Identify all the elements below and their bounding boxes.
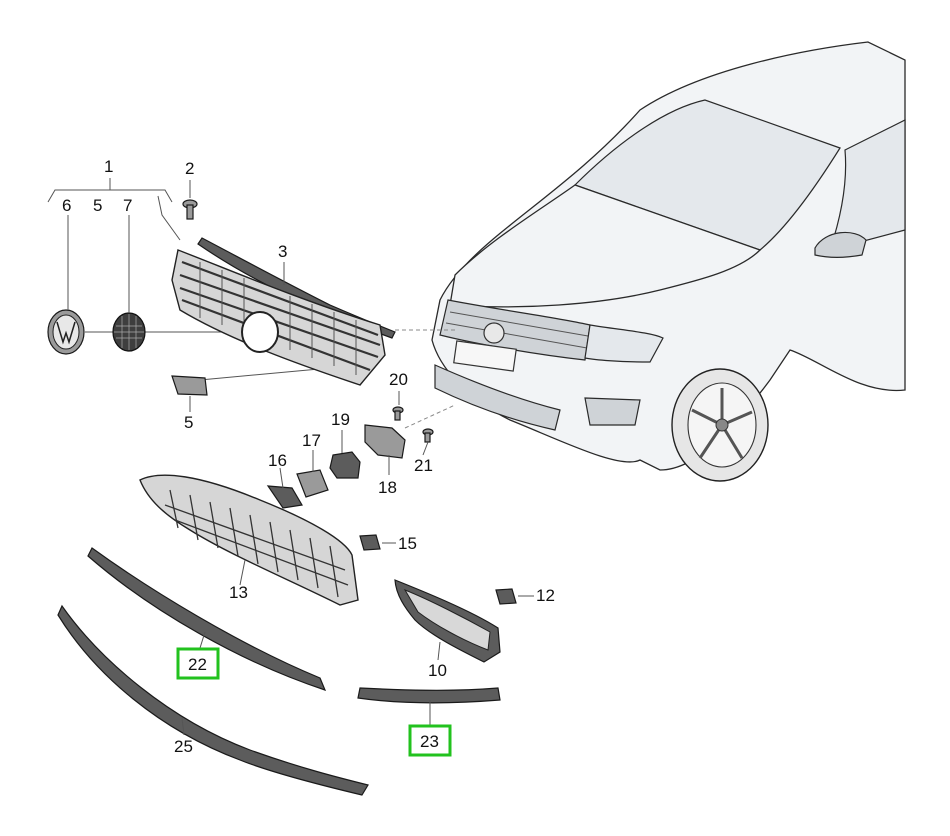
part-7-mesh-cap xyxy=(112,312,146,352)
part-22-trim-strip xyxy=(87,547,327,691)
label-15: 15 xyxy=(398,534,417,553)
label-10: 10 xyxy=(428,661,447,680)
label-17: 17 xyxy=(302,431,321,450)
label-21: 21 xyxy=(414,456,433,475)
label-7: 7 xyxy=(123,196,132,215)
label-12: 12 xyxy=(536,586,555,605)
part-10-fog-grille xyxy=(394,579,501,663)
label-13: 13 xyxy=(229,583,248,602)
part-6-vw-emblem xyxy=(47,309,85,355)
label-25: 25 xyxy=(174,737,193,756)
part-25-lower-strip xyxy=(57,604,369,796)
label-1: 1 xyxy=(104,157,113,176)
part-20-screw xyxy=(392,406,404,421)
part-5-clip xyxy=(171,375,208,396)
car-lower-grille xyxy=(434,364,561,431)
label-6: 6 xyxy=(62,196,71,215)
label-23: 23 xyxy=(420,732,439,751)
leader-lines xyxy=(47,178,534,736)
car-headlight xyxy=(584,324,664,363)
car-grille xyxy=(439,299,591,361)
car-illustration xyxy=(431,41,906,482)
highlight-box-22 xyxy=(176,647,220,680)
label-2: 2 xyxy=(185,159,194,178)
part-2-screw xyxy=(182,199,198,220)
label-16: 16 xyxy=(268,451,287,470)
label-3: 3 xyxy=(278,242,287,261)
part-17-holder xyxy=(296,469,329,498)
highlight-box-23 xyxy=(408,724,452,757)
car-vw-badge xyxy=(483,322,505,344)
part-23-trim-strip xyxy=(357,687,501,704)
part-1-radiator-grille xyxy=(171,249,386,386)
car-license-plate xyxy=(453,340,517,372)
label-5-bottom: 5 xyxy=(184,413,193,432)
car-windshield xyxy=(573,99,841,251)
part-18-bracket xyxy=(364,424,406,459)
part-13-lower-grille xyxy=(139,474,359,606)
part-19-sensor xyxy=(329,451,361,479)
part-12-clip xyxy=(495,588,517,605)
callout-labels: 1 2 3 5 6 7 5 20 19 17 16 18 21 15 13 12… xyxy=(62,157,555,756)
car-fog-grille xyxy=(584,397,641,426)
part-16-clip xyxy=(266,485,303,509)
label-22: 22 xyxy=(188,655,207,674)
label-19: 19 xyxy=(331,410,350,429)
label-5-top: 5 xyxy=(93,196,102,215)
label-20: 20 xyxy=(389,370,408,389)
car-mirror xyxy=(814,231,867,258)
part-21-screw xyxy=(422,428,434,443)
part-15-clip xyxy=(359,534,381,551)
car-hood xyxy=(449,184,762,308)
label-18: 18 xyxy=(378,478,397,497)
